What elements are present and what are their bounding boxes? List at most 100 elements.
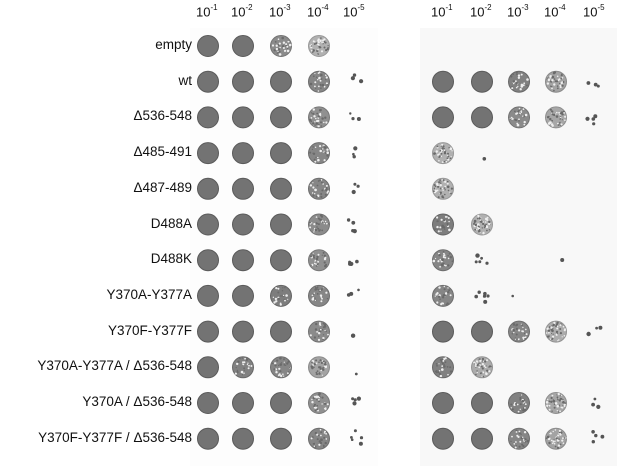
- strain-label: Y370F-Y377F / Δ536-548: [38, 429, 192, 445]
- colony-spot: [232, 70, 254, 93]
- colony-spot: [511, 294, 514, 298]
- colony-spot: [197, 106, 219, 129]
- dilution-base: 10: [544, 4, 559, 20]
- colony-spot: [270, 427, 292, 450]
- dilution-exponent: -4: [558, 3, 566, 12]
- colony-spot: [545, 427, 567, 450]
- right-dilution-header: 10-1: [431, 3, 453, 20]
- colony-spot: [474, 253, 489, 265]
- colony-spot: [432, 177, 454, 200]
- colony-spot: [197, 142, 219, 165]
- colony-spot: [232, 356, 254, 379]
- colony-spot: [432, 320, 454, 343]
- colony-spot: [432, 142, 454, 165]
- colony-spot: [197, 320, 219, 343]
- dilution-exponent: -2: [484, 3, 492, 12]
- colony-spot: [270, 142, 292, 165]
- colony-spot: [197, 70, 219, 93]
- colony-spot: [232, 249, 254, 272]
- colony-spot: [308, 284, 330, 307]
- strain-label: Y370A-Y377A / Δ536-548: [37, 358, 192, 374]
- colony-spot: [508, 70, 530, 93]
- strain-label: Y370A-Y377A: [106, 286, 192, 302]
- colony-spot: [232, 213, 254, 236]
- dilution-base: 10: [231, 4, 246, 20]
- colony-spot: [471, 213, 493, 236]
- strain-label: Δ485-491: [133, 144, 192, 160]
- colony-spot: [308, 70, 330, 93]
- colony-spot: [308, 356, 330, 379]
- colony-spot: [308, 392, 330, 414]
- colony-spot: [308, 106, 330, 129]
- colony-spot: [270, 356, 292, 379]
- dilution-base: 10: [583, 4, 598, 20]
- dilution-base: 10: [470, 4, 485, 20]
- colony-spot: [432, 106, 454, 129]
- colony-spot: [545, 106, 567, 129]
- colony-spot: [232, 320, 254, 343]
- colony-spot: [586, 325, 603, 337]
- left-dilution-header: 10-1: [196, 3, 218, 19]
- colony-spot: [350, 333, 356, 338]
- colony-spot: [308, 249, 330, 272]
- colony-spot: [270, 320, 292, 343]
- strain-label: Δ536-548: [133, 108, 192, 124]
- colony-spot: [471, 106, 493, 129]
- left-dilution-header: 10-3: [269, 3, 291, 20]
- colony-spot: [270, 106, 292, 129]
- strain-label: D488K: [150, 251, 192, 267]
- colony-spot: [508, 427, 530, 450]
- colony-spot: [471, 70, 493, 93]
- colony-spot: [232, 427, 254, 450]
- colony-spot: [197, 213, 219, 236]
- colony-spot: [197, 392, 219, 414]
- dilution-exponent: -1: [445, 3, 453, 12]
- colony-spot: [197, 356, 219, 379]
- dilution-base: 10: [431, 4, 446, 20]
- colony-spot: [508, 106, 530, 129]
- colony-spot: [308, 320, 330, 343]
- colony-spot: [432, 427, 454, 450]
- dilution-base: 10: [343, 4, 358, 20]
- colony-spot: [432, 392, 454, 414]
- colony-spot: [346, 288, 360, 297]
- colony-spot: [197, 35, 219, 57]
- strain-label: wt: [178, 72, 193, 88]
- dilution-exponent: -5: [357, 3, 365, 12]
- strain-label: D488A: [150, 215, 192, 231]
- colony-spot: [308, 177, 330, 200]
- colony-spot: [508, 392, 530, 414]
- colony-spot: [585, 114, 598, 126]
- right-dilution-header: 10-3: [507, 3, 529, 19]
- colony-spot: [232, 177, 254, 200]
- dilution-exponent: -2: [245, 3, 253, 12]
- colony-spot: [349, 112, 361, 121]
- colony-spot: [270, 249, 292, 272]
- colony-spot: [197, 249, 219, 272]
- colony-spot: [232, 142, 254, 165]
- left-dilution-header: 10-2: [231, 3, 253, 20]
- colony-spot: [270, 213, 292, 236]
- colony-spot: [545, 392, 567, 414]
- colony-spot: [197, 284, 219, 307]
- strain-label: Y370F-Y377F: [107, 322, 192, 338]
- dilution-base: 10: [269, 4, 284, 20]
- right-dilution-header: 10-2: [470, 3, 492, 20]
- colony-spot: [197, 427, 219, 450]
- colony-spot: [474, 290, 490, 304]
- colony-spot: [308, 35, 330, 57]
- dilution-exponent: -4: [321, 3, 329, 12]
- dilution-exponent: -5: [597, 3, 605, 12]
- colony-spot: [232, 392, 254, 414]
- colony-spot: [308, 427, 330, 450]
- colony-spot: [308, 142, 330, 165]
- colony-spot: [232, 284, 254, 307]
- colony-spot: [432, 70, 454, 93]
- colony-spot: [270, 284, 292, 307]
- colony-spot: [350, 429, 364, 446]
- dilution-base: 10: [307, 4, 322, 20]
- colony-spot: [270, 70, 292, 93]
- colony-spot: [471, 392, 493, 414]
- colony-spot: [348, 259, 359, 266]
